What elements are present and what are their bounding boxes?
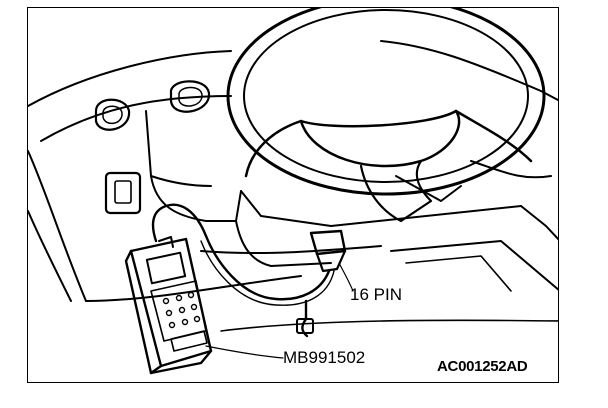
left-vent-outer xyxy=(94,98,131,131)
steering-spoke-right xyxy=(454,109,533,163)
scan-tool-side xyxy=(124,249,163,375)
cable-plug xyxy=(296,318,314,334)
right-lower-panel xyxy=(520,205,558,241)
steering-wheel-hub xyxy=(299,109,461,168)
dashboard-drawing xyxy=(28,8,558,375)
center-stack-edge xyxy=(150,175,212,187)
center-console xyxy=(145,110,242,222)
left-vent-inner xyxy=(102,105,123,125)
steering-spoke-left xyxy=(244,119,303,178)
left-pillar xyxy=(28,150,87,302)
figure-code: AC001252AD xyxy=(437,358,528,375)
steering-column xyxy=(359,159,433,223)
keypad-key-6 xyxy=(190,303,198,311)
connector-label: 16 PIN xyxy=(350,285,402,304)
cable-main xyxy=(151,203,331,301)
floor-mat-edge xyxy=(405,255,512,292)
lower-dash-panel xyxy=(240,190,522,227)
figure-frame xyxy=(27,7,559,383)
keypad-key-8 xyxy=(181,318,189,326)
switch-panel xyxy=(104,171,142,215)
keypad-key-5 xyxy=(178,306,186,314)
scan-tool xyxy=(124,236,213,375)
scan-tool-body xyxy=(129,237,213,368)
keypad-key-9 xyxy=(193,315,201,323)
column-cover xyxy=(395,175,462,202)
tool-label: MB991502 xyxy=(283,348,366,367)
floor-line-1 xyxy=(85,275,302,302)
left-door-line xyxy=(28,210,72,302)
cable-main-inner xyxy=(200,240,335,306)
connector-16pin-plug xyxy=(315,249,347,273)
tool-leader xyxy=(205,345,284,359)
floor-line-2 xyxy=(200,245,382,255)
dashboard-top-edge xyxy=(28,50,232,107)
steering-wheel-inner xyxy=(243,9,529,183)
keypad-key-7 xyxy=(168,321,176,329)
dashboard-top-right xyxy=(380,40,558,102)
keypad-key-2 xyxy=(175,294,183,302)
switch-panel-inner xyxy=(114,180,132,204)
keypad-key-3 xyxy=(187,291,195,299)
scan-tool-screen xyxy=(145,251,187,285)
scan-tool-cable-port xyxy=(158,236,174,248)
center-left-vent-inner xyxy=(178,86,203,107)
keypad-key-1 xyxy=(162,297,170,305)
steering-wheel-rim xyxy=(226,8,546,196)
scan-tool-keypad-area xyxy=(150,280,207,342)
right-dash-edge xyxy=(470,160,552,179)
floor-mat xyxy=(390,240,558,291)
scan-tool-bottom xyxy=(149,349,213,375)
center-left-vent-outer xyxy=(169,80,211,113)
floor-bottom xyxy=(220,319,558,332)
keypad-key-4 xyxy=(165,309,173,317)
dashboard-upper-line xyxy=(40,95,232,142)
connector-leader xyxy=(338,262,354,292)
scan-tool-label-strip xyxy=(170,330,208,352)
knee-panel xyxy=(235,220,332,267)
